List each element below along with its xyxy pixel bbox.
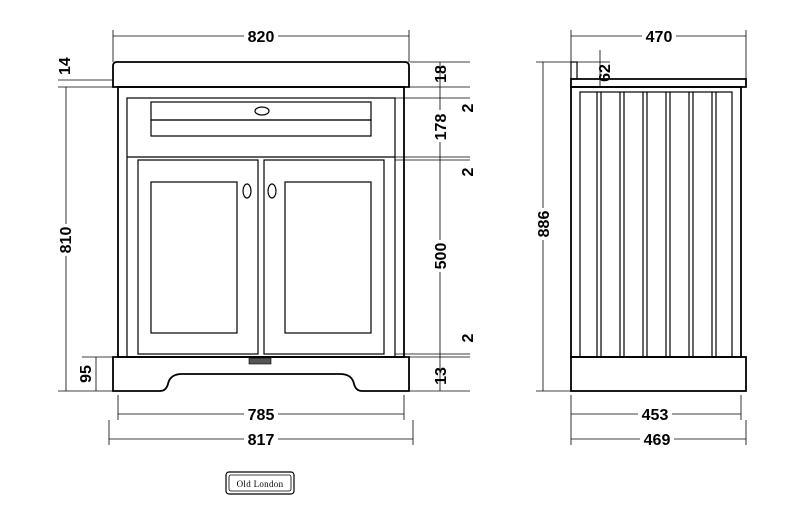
front-plinth	[112, 356, 410, 392]
side-view	[570, 61, 747, 392]
side-overall-height-label: 886	[536, 211, 553, 238]
old-london-logo: Old London	[225, 471, 295, 495]
front-width-base-label: 785	[248, 407, 275, 424]
left-door-panel	[150, 181, 238, 334]
side-depth-base-label: 453	[642, 407, 669, 424]
side-plinth	[570, 356, 747, 392]
left-door-knob	[242, 183, 252, 199]
front-inner-frame	[126, 97, 396, 358]
front-view	[112, 61, 410, 392]
front-gap-3-label: 2	[460, 333, 477, 342]
plinth-badge	[248, 357, 272, 365]
side-dimensions: 470 62 886 453 469	[535, 28, 747, 449]
drawer-rail	[150, 119, 372, 137]
front-top-thickness-label: 14	[57, 57, 74, 75]
front-worktop	[112, 61, 410, 88]
side-upstand	[570, 61, 578, 80]
side-inner-panel	[579, 91, 733, 358]
right-door	[263, 159, 385, 355]
front-dimensions: 820 14 810 95 785 817	[57, 28, 477, 449]
left-door	[137, 159, 259, 355]
front-overall-height-label: 810	[58, 227, 75, 254]
front-plinth-height-label: 95	[78, 365, 95, 383]
side-worktop	[570, 78, 747, 88]
right-door-panel	[284, 181, 372, 334]
front-gap-2-label: 2	[460, 167, 477, 176]
front-door-height-label: 500	[433, 243, 450, 270]
right-door-knob	[267, 183, 277, 199]
front-carcass	[117, 86, 405, 358]
front-upstand-label: 18	[433, 65, 450, 83]
side-depth-overall-label: 469	[644, 432, 671, 449]
drawer-front	[150, 101, 372, 121]
front-width-overall-label: 817	[248, 432, 275, 449]
front-gap-1-label: 2	[460, 103, 477, 112]
side-upstand-height-label: 62	[597, 64, 614, 82]
front-width-top-label: 820	[248, 29, 275, 46]
side-depth-top-label: 470	[646, 29, 673, 46]
drawer-handle	[254, 106, 270, 116]
front-plinth-gap-label: 13	[433, 367, 450, 385]
front-drawer-height-label: 178	[433, 114, 450, 141]
logo-text: Old London	[237, 479, 284, 489]
